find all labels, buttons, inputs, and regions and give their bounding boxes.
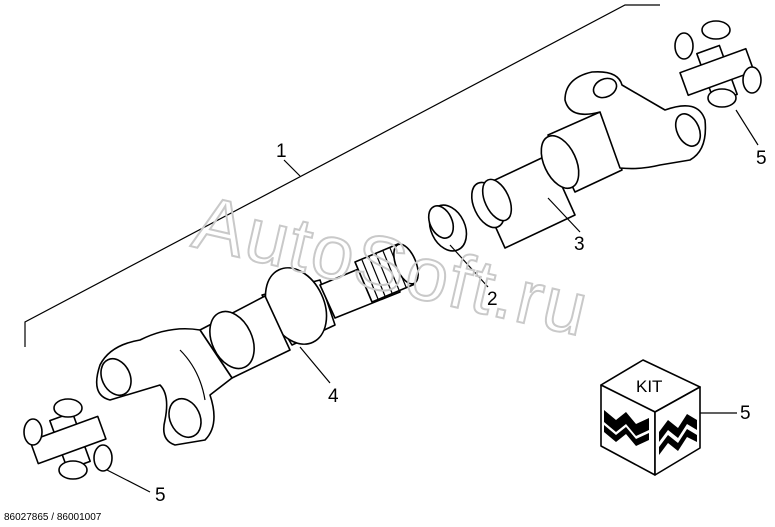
kit-label: KIT <box>636 377 662 396</box>
callout-4: 4 <box>328 386 339 407</box>
splined-shaft <box>319 243 419 319</box>
part-5-cross-bottom <box>23 398 113 480</box>
part-4-yoke-tube <box>95 267 336 446</box>
callout-2: 2 <box>487 289 498 310</box>
footer-code: 86027865 / 86001007 <box>4 512 102 523</box>
callout-1: 1 <box>276 141 287 162</box>
callout-3: 3 <box>574 234 585 255</box>
callout-5-bottom: 5 <box>155 485 166 506</box>
part-5-cross-top <box>674 20 762 108</box>
assembly-bracket <box>24 4 660 347</box>
kit-box: KIT <box>600 359 701 476</box>
callout-5-kit: 5 <box>740 403 751 424</box>
callout-5-top: 5 <box>756 148 767 169</box>
leader-lines <box>106 109 759 493</box>
part-3-slip-yoke <box>470 70 707 249</box>
part-2-seal <box>427 204 468 252</box>
